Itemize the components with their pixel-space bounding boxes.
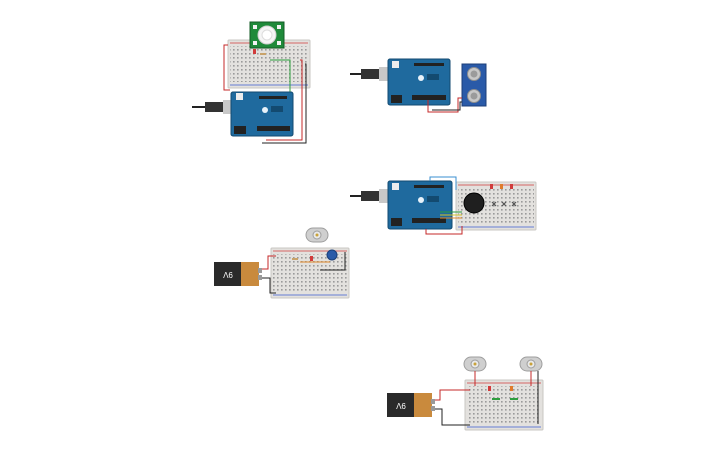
potentiometer[interactable]: [326, 249, 338, 261]
circuit-battery-two-motors[interactable]: 9V: [387, 356, 544, 431]
dc-motor[interactable]: [463, 356, 487, 372]
usb-cable[interactable]: [350, 189, 389, 203]
circuit-pir-motion[interactable]: [192, 21, 311, 144]
battery-label: 9V: [222, 270, 232, 279]
wire-green[interactable]: [270, 59, 291, 94]
wire-red[interactable]: [223, 44, 230, 91]
arduino-uno[interactable]: [387, 58, 451, 106]
usb-cable[interactable]: [192, 100, 233, 114]
usb-cable[interactable]: [350, 67, 389, 81]
resistor[interactable]: [260, 53, 266, 55]
resistors[interactable]: [491, 201, 517, 207]
leds[interactable]: [488, 386, 513, 391]
wire-black[interactable]: [432, 101, 462, 111]
resistors[interactable]: [492, 398, 518, 400]
piezo-buzzer[interactable]: [463, 192, 485, 214]
wire-red[interactable]: [425, 226, 463, 235]
battery-label: 9V: [395, 401, 405, 410]
arduino-uno[interactable]: [387, 180, 453, 230]
ultrasonic-sensor[interactable]: [461, 63, 487, 107]
led[interactable]: [253, 49, 256, 54]
circuit-battery-motor-pot[interactable]: 9V: [214, 227, 350, 299]
wire-red[interactable]: [262, 255, 276, 270]
leds[interactable]: [490, 184, 513, 189]
wire-black[interactable]: [435, 408, 470, 426]
wire-red[interactable]: [427, 97, 462, 113]
wire-black[interactable]: [262, 277, 276, 294]
arduino-uno[interactable]: [230, 91, 294, 137]
dc-motor[interactable]: [519, 356, 543, 372]
dc-motor[interactable]: [305, 227, 329, 243]
pir-sensor[interactable]: [249, 21, 285, 49]
wire-black[interactable]: [320, 252, 346, 271]
battery-9v[interactable]: 9V: [387, 393, 435, 417]
wire-red[interactable]: [266, 59, 303, 141]
circuit-buzzer-leds[interactable]: [350, 176, 537, 235]
breadboard[interactable]: [464, 379, 544, 431]
wire-red[interactable]: [435, 389, 470, 401]
breadboard[interactable]: [227, 39, 311, 89]
wire-black[interactable]: [262, 63, 307, 144]
led[interactable]: [310, 256, 313, 261]
resistor[interactable]: [292, 258, 298, 260]
wire-blue[interactable]: [429, 176, 457, 190]
circuit-ultrasonic[interactable]: [350, 58, 487, 113]
battery-9v[interactable]: 9V: [214, 262, 262, 286]
